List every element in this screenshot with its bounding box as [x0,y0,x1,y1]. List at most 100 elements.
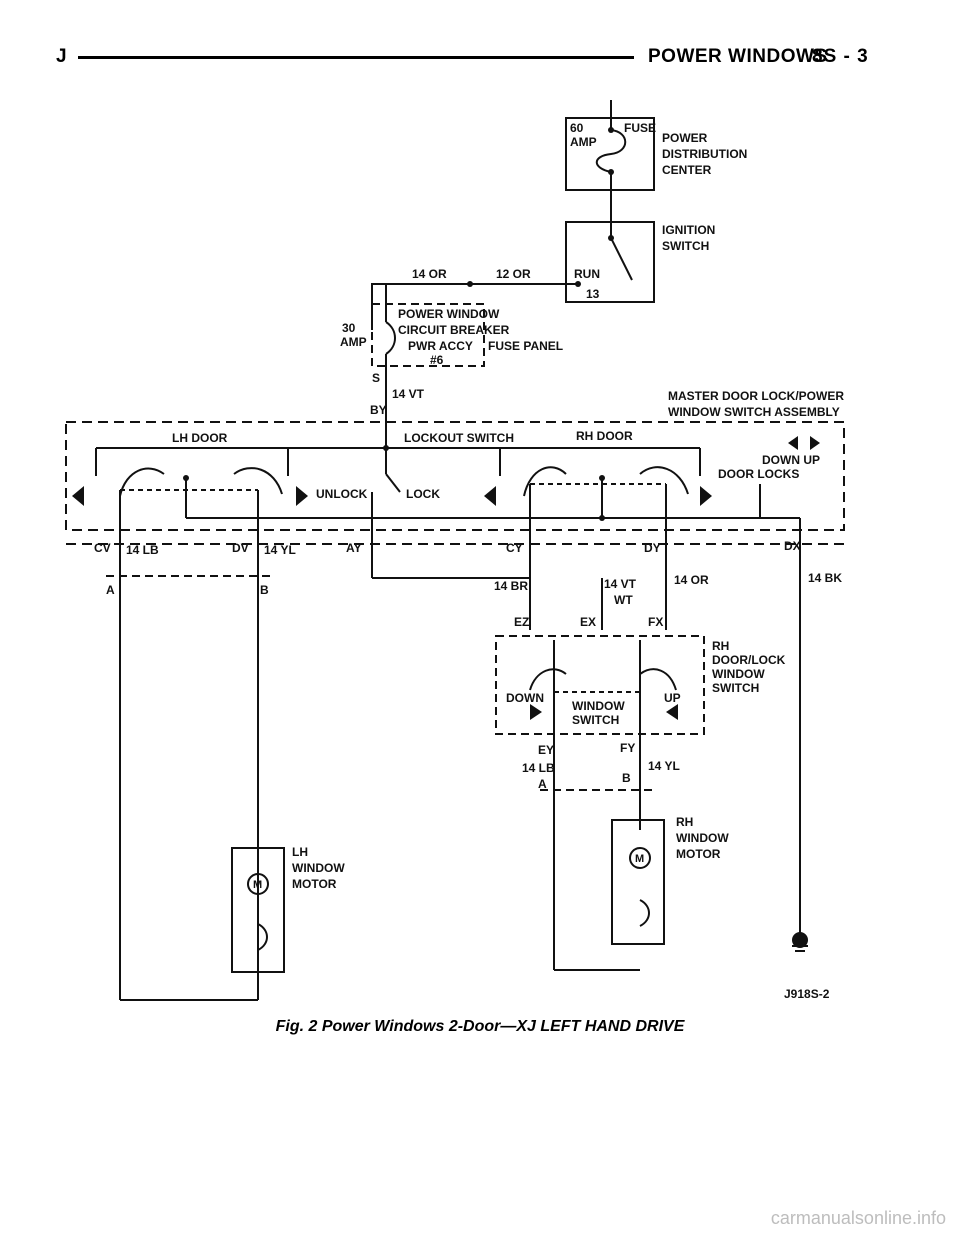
label-rh-motor-3: MOTOR [676,847,721,861]
circuit-breaker-element [385,321,396,355]
label-14lb-bottom: 14 LB [522,761,555,775]
label-14yl-bottom: 14 YL [648,759,680,773]
label-ex: EX [580,615,596,629]
rh-motor-m: M [635,853,644,865]
label-down-up: DOWN UP [762,453,820,467]
label-cb-2: CIRCUIT BREAKER [398,323,510,337]
label-s: S [372,371,380,385]
rh-left-arrow [484,486,496,506]
label-amp30: AMP [340,335,367,349]
label-lh-motor-1: LH [292,845,308,859]
bus-node [383,445,389,451]
label-window-switch-1: WINDOW [572,699,625,713]
lh-pivot [183,475,189,481]
label-14yl: 14 YL [264,543,296,557]
label-14br: 14 BR [494,579,528,593]
label-rh-motor-2: WINDOW [676,831,729,845]
label-run: RUN [574,267,600,281]
label-rh-switch-3: WINDOW [712,667,765,681]
label-cb-3: PWR ACCY [408,339,473,353]
label-14vt-wt-1: 14 VT [604,577,637,591]
fuse-node-top [608,127,614,133]
label-b: B [260,583,269,597]
label-ignition-2: SWITCH [662,239,709,253]
label-pdc-3: CENTER [662,163,712,177]
label-fuse: FUSE [624,121,656,135]
label-rh-door: RH DOOR [576,429,633,443]
lh-motor-m: M [253,879,262,891]
ground-bus-node [599,515,605,521]
label-dy: DY [644,541,661,555]
label-lockout-switch: LOCKOUT SWITCH [404,431,514,445]
lh-motor-symbol [247,873,269,895]
lh-switch-rocker-left [119,467,165,497]
fuse-element [595,129,627,190]
label-cb-1: POWER WINDOW [398,307,500,321]
label-ez: EZ [514,615,529,629]
label-13: 13 [586,287,600,301]
down-arrow-icon [788,436,798,450]
lh-motor-breaker [257,923,268,951]
label-fuse-panel: FUSE PANEL [488,339,563,353]
label-down: DOWN [506,691,544,705]
fuse-node-bottom [608,169,614,175]
label-30: 30 [342,321,356,335]
rh-window-rocker-left [529,668,567,691]
label-ey: EY [538,743,554,757]
run-feed-wire [371,283,578,330]
label-14or-top: 14 OR [412,267,447,281]
section-title: POWER WINDOWS [648,46,828,67]
label-master-1: MASTER DOOR LOCK/POWER [668,389,844,403]
label-lock: LOCK [406,487,440,501]
label-b2: B [622,771,631,785]
label-cv: CV [94,541,111,555]
chapter-letter: J [56,46,67,67]
lh-switch-rocker-right [233,467,283,495]
label-window-switch-2: SWITCH [572,713,619,727]
label-60: 60 [570,121,584,135]
label-door-locks: DOOR LOCKS [718,467,799,481]
label-fy: FY [620,741,635,755]
ignition-contact [610,237,633,281]
label-14vt-wt-2: WT [614,593,633,607]
label-amp: AMP [570,135,597,149]
label-fx: FX [648,615,663,629]
watermark: carmanualsonline.info [770,1208,946,1228]
master-switch-assembly-box [65,421,845,531]
label-by: BY [370,403,387,417]
label-14lb: 14 LB [126,543,159,557]
label-14vt: 14 VT [392,387,425,401]
lockout-contact [385,473,401,493]
rh-window-rocker-right [639,668,677,691]
rh-right-arrow [700,486,712,506]
fuse-panel-box [371,303,485,367]
header-rule [78,56,634,59]
ground-point [792,932,808,948]
lh-right-arrow [296,486,308,506]
figure-caption: Fig. 2 Power Windows 2-Door—XJ LEFT HAND… [275,1018,685,1035]
label-14or: 14 OR [674,573,709,587]
label-rh-switch-2: DOOR/LOCK [712,653,786,667]
label-lh-door: LH DOOR [172,431,228,445]
run-terminal [575,281,581,287]
label-14bk: 14 BK [808,571,842,585]
label-ay: AY [346,541,362,555]
lh-window-motor-box [231,847,285,973]
label-dv: DV [232,541,249,555]
page-header: J POWER WINDOWS 8S - 3 [0,40,960,80]
label-rh-switch-4: SWITCH [712,681,759,695]
label-pdc-2: DISTRIBUTION [662,147,747,161]
label-a2: A [538,777,547,791]
label-12or: 12 OR [496,267,531,281]
label-ignition-1: IGNITION [662,223,715,237]
rh-up-arrow [666,704,678,720]
label-cb-4: #6 [430,353,444,367]
lh-left-arrow [72,486,84,506]
rh-pivot [599,475,605,481]
label-pdc-1: POWER [662,131,708,145]
label-dx: DX [784,539,801,553]
rh-switch-rocker-right [639,466,689,495]
label-rh-switch-1: RH [712,639,729,653]
label-lh-motor-2: WINDOW [292,861,345,875]
